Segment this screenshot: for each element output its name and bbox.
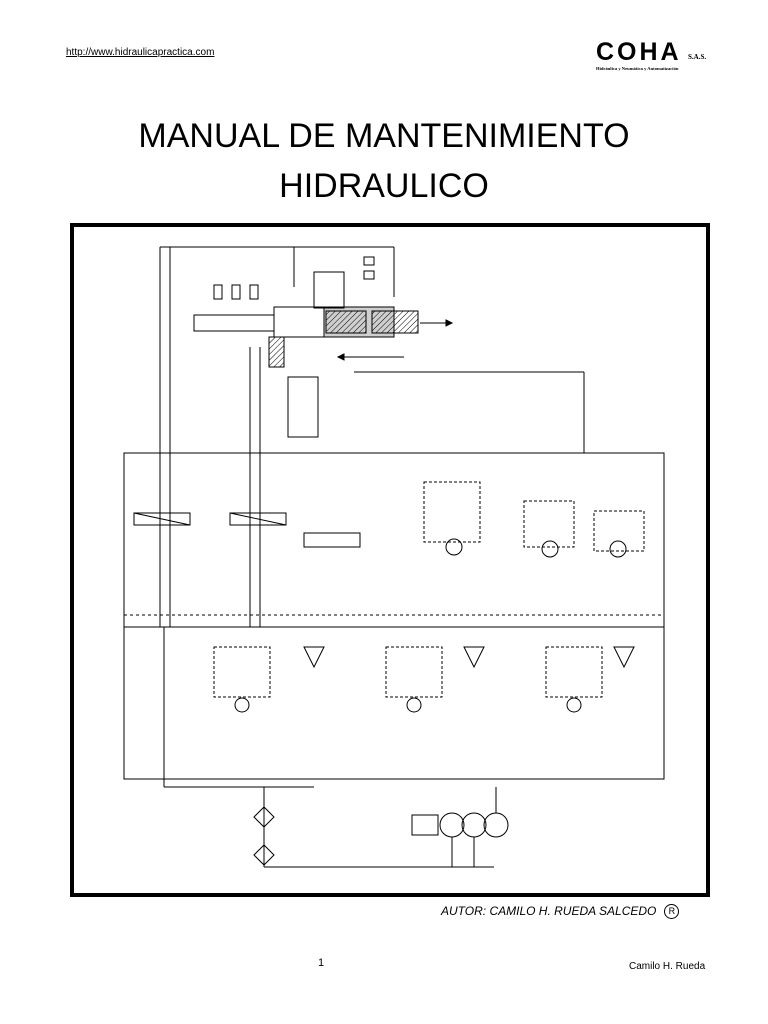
registered-mark-icon: R [664, 904, 680, 920]
hydraulic-schematic-icon [123, 246, 665, 868]
website-link[interactable]: http://www.hidraulicapractica.com [66, 47, 215, 58]
company-logo: COHA S.A.S. Hidráulica y Neumática y Aut… [596, 40, 718, 74]
title-line-1: MANUAL DE MANTENIMIENTO [138, 117, 630, 155]
hydraulic-circuit-figure [70, 223, 710, 897]
footer-author: Camilo H. Rueda [629, 961, 706, 972]
author-line: AUTOR: CAMILO H. RUEDA SALCEDO R [441, 904, 680, 920]
page-number: 1 [318, 957, 325, 969]
author-label: AUTOR: CAMILO H. RUEDA SALCEDO [441, 904, 657, 918]
logo-suffix: S.A.S. [688, 53, 707, 61]
title-line-2: HIDRAULICO [279, 167, 489, 205]
logo-tagline: Hidráulica y Neumática y Automatización [596, 66, 679, 71]
logo-name: COHA [596, 38, 682, 66]
